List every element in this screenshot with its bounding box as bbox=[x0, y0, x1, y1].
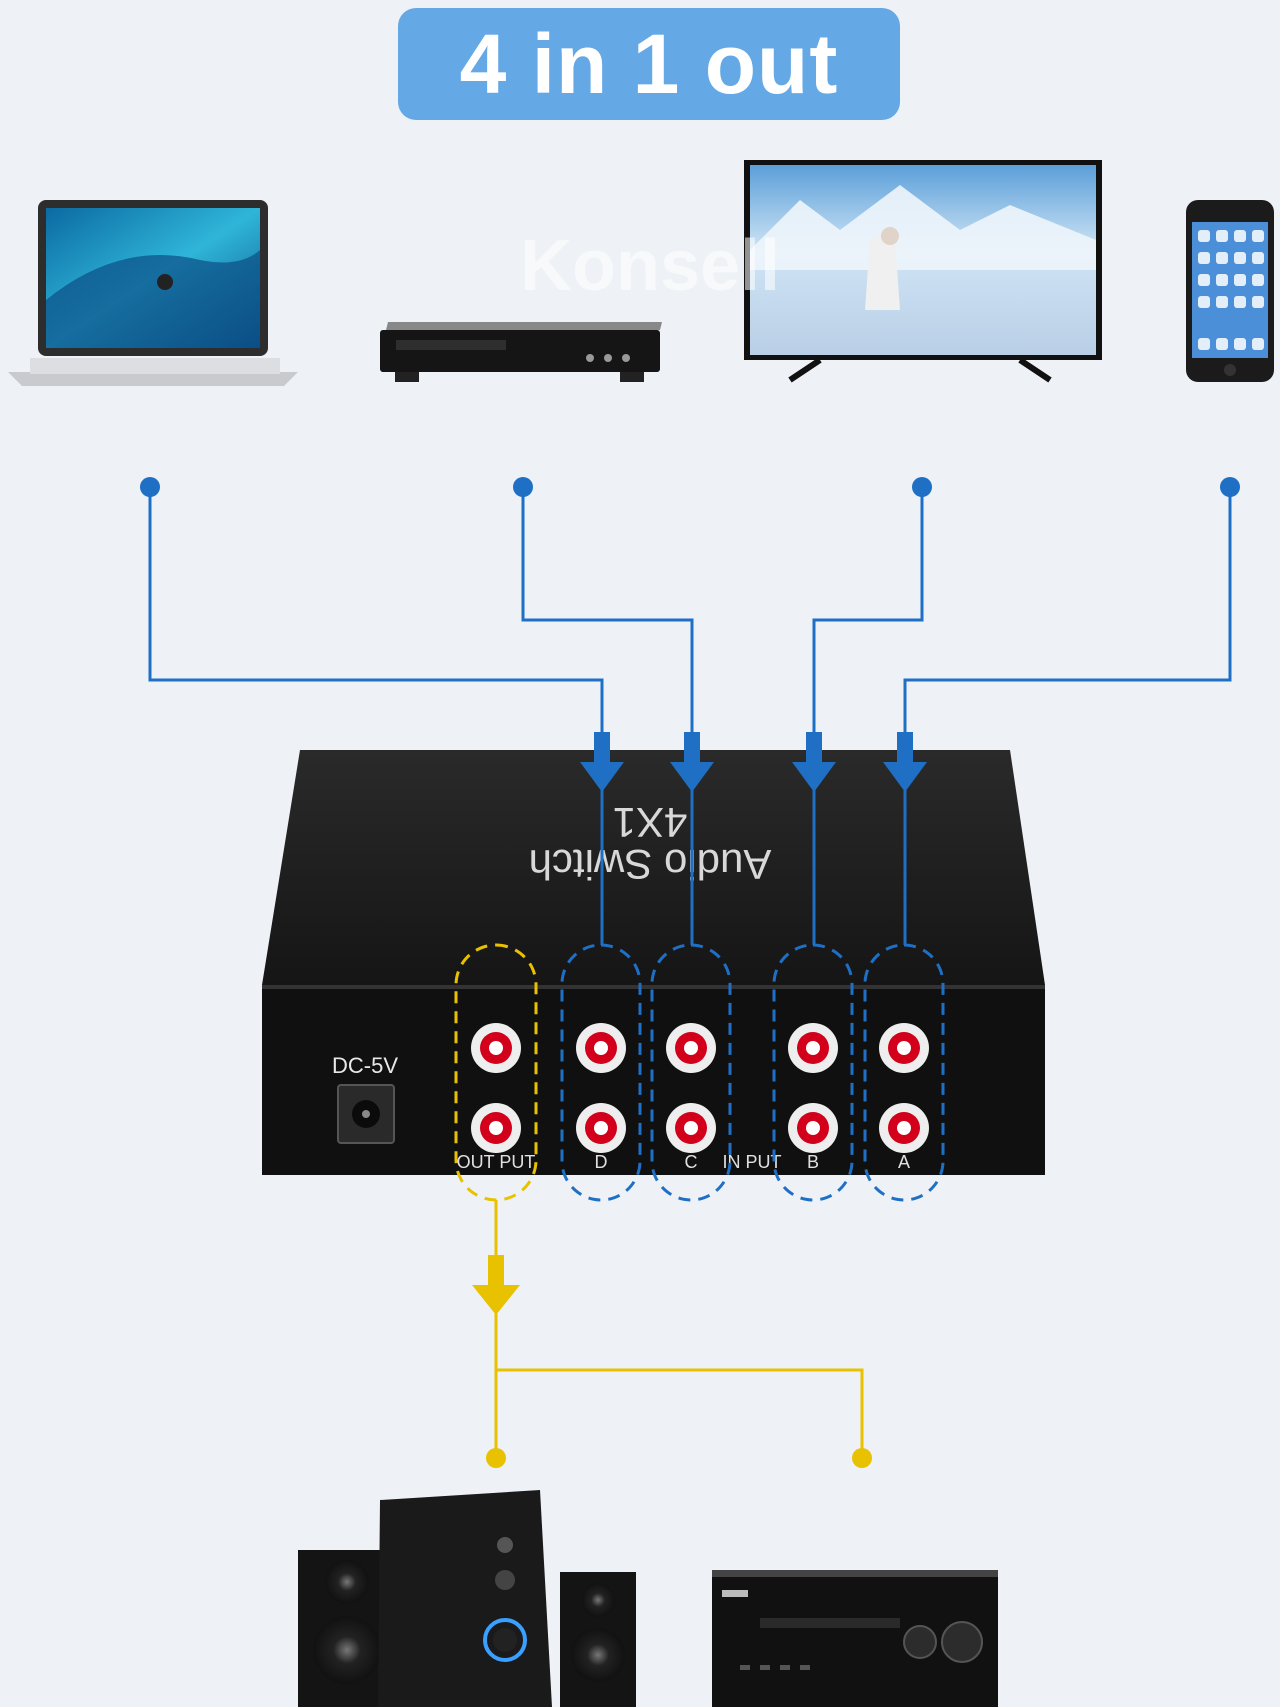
input-arrow-c bbox=[670, 732, 714, 792]
av-receiver-icon bbox=[712, 1570, 998, 1707]
watermark-text: Konsell bbox=[520, 226, 781, 306]
input-line-endpoints bbox=[140, 477, 1240, 497]
input-arrows bbox=[580, 732, 927, 792]
input-line-dvd bbox=[521, 487, 694, 745]
input-port-d bbox=[576, 1023, 626, 1153]
laptop-icon bbox=[8, 200, 298, 386]
input-label: IN PUT bbox=[722, 1152, 781, 1172]
input-connection-lines bbox=[148, 487, 1232, 745]
dvd-player-icon bbox=[380, 322, 662, 382]
title-banner: 4 in 1 out bbox=[398, 8, 900, 120]
output-port-pair bbox=[471, 1023, 521, 1153]
switch-model: 4X1 bbox=[613, 799, 688, 846]
smartphone-icon bbox=[1186, 200, 1274, 382]
input-arrow-a bbox=[883, 732, 927, 792]
input-port-b bbox=[788, 1023, 838, 1153]
input-arrow-b bbox=[792, 732, 836, 792]
receiver-connection-dot bbox=[852, 1448, 872, 1468]
power-label: DC-5V bbox=[332, 1053, 398, 1078]
input-port-c bbox=[666, 1023, 716, 1153]
title-text: 4 in 1 out bbox=[459, 16, 839, 111]
output-label: OUT PUT bbox=[457, 1152, 536, 1172]
port-letter-b: B bbox=[807, 1152, 819, 1172]
tv-connection-dot bbox=[912, 477, 932, 497]
output-arrow bbox=[472, 1255, 520, 1315]
port-letter-d: D bbox=[595, 1152, 608, 1172]
dvd-connection-dot bbox=[513, 477, 533, 497]
input-line-phone bbox=[903, 487, 1232, 745]
speakers-connection-dot bbox=[486, 1448, 506, 1468]
switch-title: Audio Switch bbox=[529, 841, 772, 888]
output-connection-lines bbox=[494, 1200, 864, 1455]
input-arrow-d bbox=[580, 732, 624, 792]
phone-connection-dot bbox=[1220, 477, 1240, 497]
input-line-laptop bbox=[148, 487, 604, 745]
input-line-tv bbox=[812, 487, 924, 745]
speaker-system-icon bbox=[298, 1490, 636, 1707]
port-letter-a: A bbox=[898, 1152, 910, 1172]
audio-switch-box: Audio Switch 4X1 DC-5V OUT PUT D bbox=[262, 750, 1045, 1175]
port-letter-c: C bbox=[685, 1152, 698, 1172]
tv-icon bbox=[744, 160, 1102, 383]
laptop-connection-dot bbox=[140, 477, 160, 497]
input-port-a bbox=[879, 1023, 929, 1153]
output-line-receiver bbox=[496, 1368, 864, 1455]
